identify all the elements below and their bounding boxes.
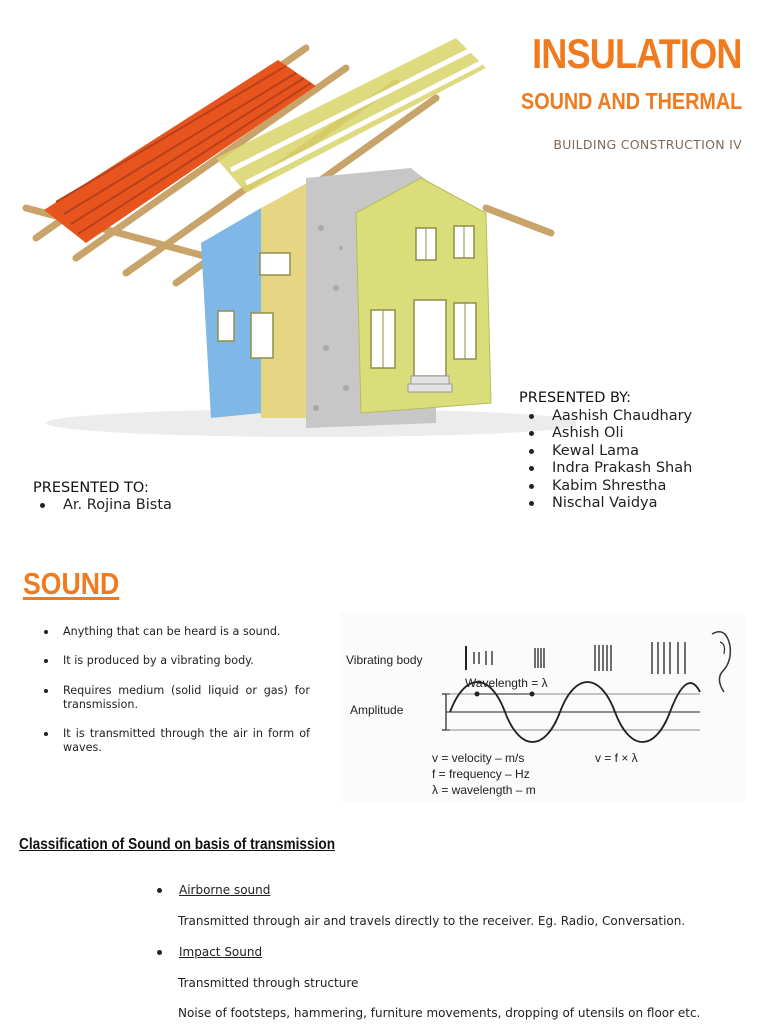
amplitude-label: Amplitude bbox=[350, 703, 404, 717]
wavelength-label: Wavelength = λ bbox=[465, 676, 548, 690]
compression-lines bbox=[473, 642, 686, 674]
classification-desc: Noise of footsteps, hammering, furniture… bbox=[178, 1006, 701, 1020]
frequency-line: f = frequency – Hz bbox=[432, 767, 530, 781]
wavelength-line: λ = wavelength – m bbox=[432, 783, 536, 797]
vibrating-body-label: Vibrating body bbox=[346, 653, 423, 667]
bullet-icon bbox=[157, 950, 162, 955]
list-item: Ashish Oli bbox=[527, 425, 692, 442]
list-item: Aashish Chaudhary bbox=[527, 408, 692, 425]
bullet-icon bbox=[157, 888, 162, 893]
list-item: It is produced by a vibrating body. bbox=[42, 654, 310, 668]
list-item: It is transmitted through the air in for… bbox=[42, 727, 310, 756]
course-name: BUILDING CONSTRUCTION IV bbox=[553, 137, 742, 152]
ear-icon bbox=[711, 631, 732, 693]
list-item: Indra Prakash Shah bbox=[527, 460, 692, 477]
presented-to-heading: PRESENTED TO: bbox=[33, 480, 149, 496]
classification-item-impact: Impact Sound bbox=[157, 945, 262, 959]
page-subtitle: SOUND AND THERMAL bbox=[520, 88, 742, 114]
sound-heading: SOUND bbox=[23, 566, 120, 601]
list-item: Anything that can be heard is a sound. bbox=[42, 625, 310, 639]
presented-to-list: Ar. Rojina Bista bbox=[38, 497, 172, 514]
list-item: Kabim Shrestha bbox=[527, 478, 692, 495]
list-item: Ar. Rojina Bista bbox=[38, 497, 172, 514]
list-item: Nischal Vaidya bbox=[527, 495, 692, 512]
classification-desc: Transmitted through air and travels dire… bbox=[178, 914, 686, 928]
classification-label: Airborne sound bbox=[179, 883, 271, 897]
velocity-line: v = velocity – m/s bbox=[432, 751, 524, 765]
sine-wave bbox=[449, 681, 701, 743]
presented-by-list: Aashish Chaudhary Ashish Oli Kewal Lama … bbox=[527, 408, 692, 512]
classification-desc: Transmitted through structure bbox=[178, 976, 359, 990]
presented-by-heading: PRESENTED BY: bbox=[519, 390, 631, 406]
formula-line: v = f × λ bbox=[595, 751, 638, 765]
classification-item-airborne: Airborne sound bbox=[157, 883, 270, 897]
page-title: INSULATION bbox=[532, 30, 743, 77]
classification-label: Impact Sound bbox=[179, 945, 263, 959]
list-item: Requires medium (solid liquid or gas) fo… bbox=[42, 684, 310, 713]
sound-wave-diagram: Vibrating body Wavelength = λ Amplitude … bbox=[340, 612, 745, 802]
list-item: Kewal Lama bbox=[527, 443, 692, 460]
sound-points-list: Anything that can be heard is a sound. I… bbox=[42, 625, 310, 771]
house-insulation-illustration bbox=[22, 38, 576, 437]
classification-heading: Classification of Sound on basis of tran… bbox=[19, 836, 336, 853]
